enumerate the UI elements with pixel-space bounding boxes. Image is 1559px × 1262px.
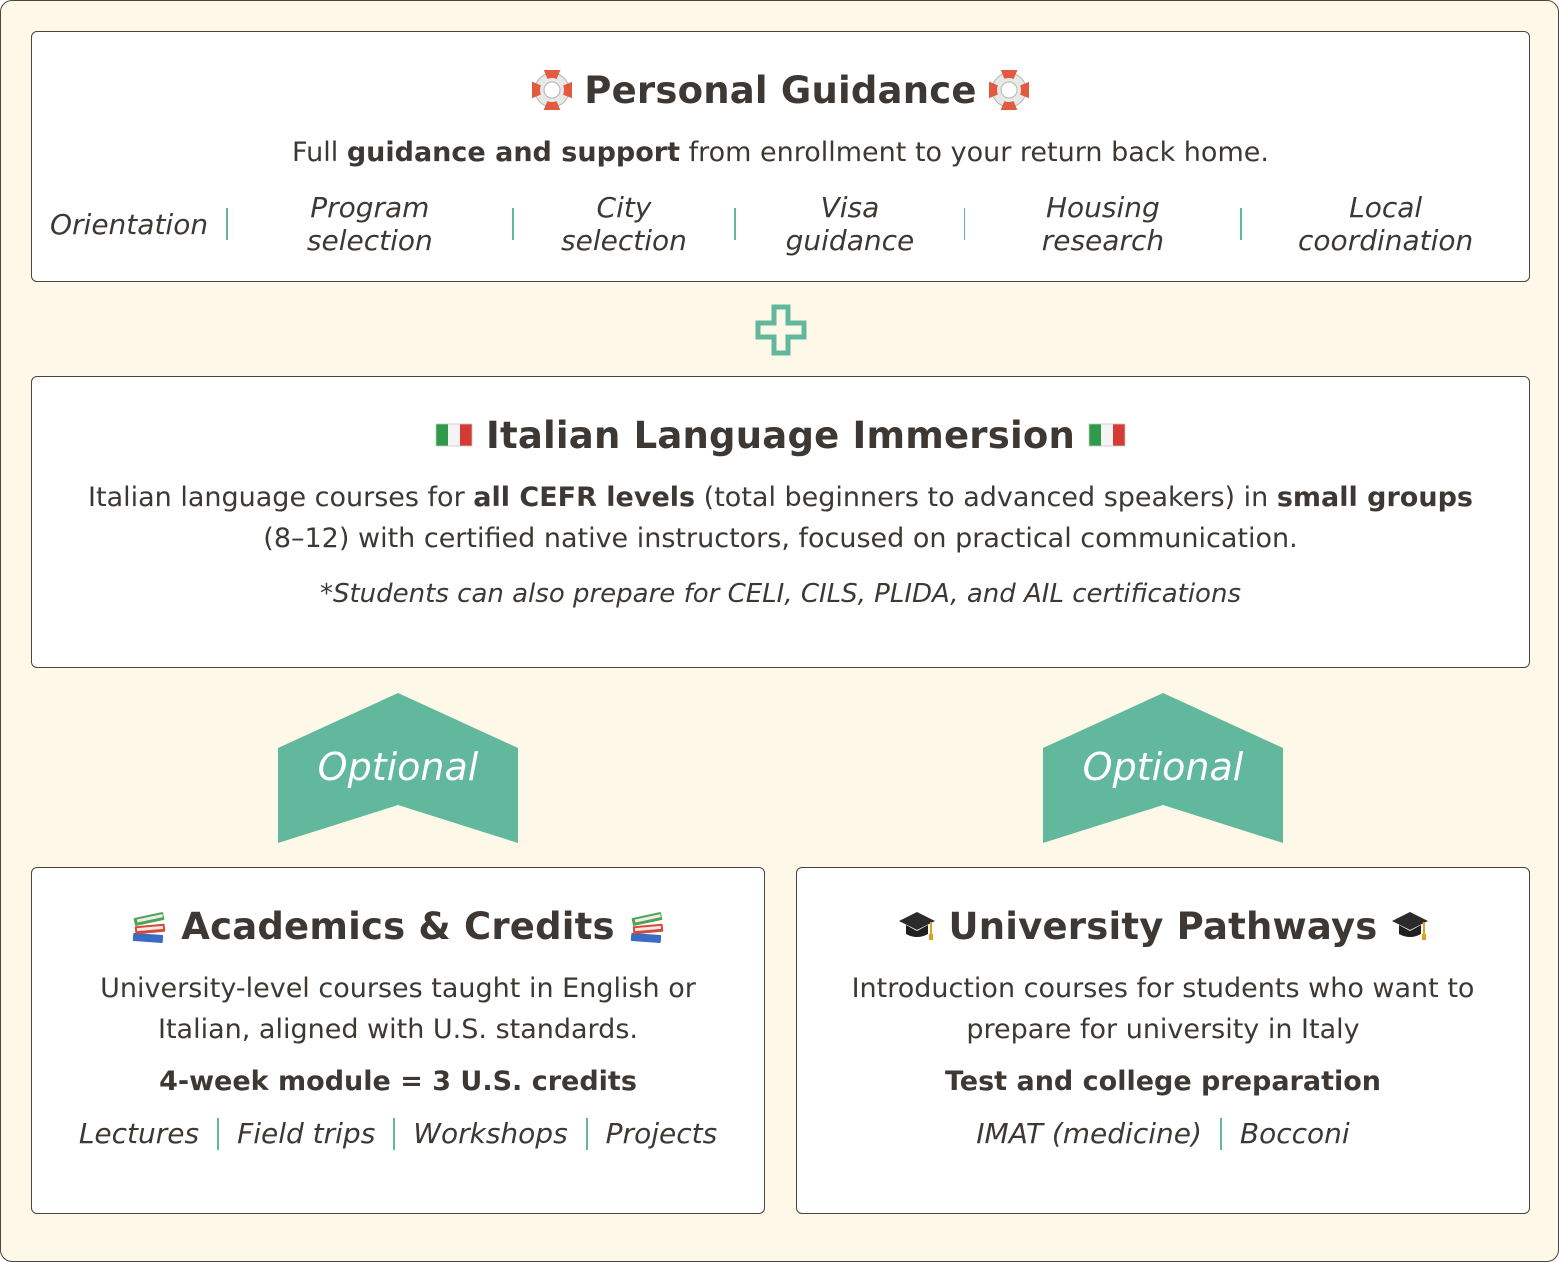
- italian-flag-icon: [1088, 423, 1126, 447]
- optional-badge-shape: [1043, 693, 1283, 843]
- academics-credits-card: Academics & Credits University-level cou…: [31, 867, 765, 1214]
- tag-bocconi: Bocconi: [1239, 1117, 1350, 1150]
- immersion-title: Italian Language Immersion: [486, 413, 1075, 457]
- tag-field-trips: Field trips: [237, 1117, 376, 1150]
- tag-separator: [217, 1117, 220, 1150]
- books-icon: [133, 912, 166, 943]
- personal-guidance-card: Personal Guidance Full guidance and supp…: [31, 31, 1530, 282]
- university-title: University Pathways: [948, 904, 1378, 948]
- tag-projects: Projects: [605, 1117, 718, 1150]
- university-tag-list: IMAT (medicine) Bocconi: [797, 1117, 1529, 1150]
- tag-separator: [585, 1117, 588, 1150]
- tag-housing-research: Housing research: [1041, 191, 1165, 257]
- tag-workshops: Workshops: [413, 1117, 568, 1150]
- university-pathways-card: University Pathways Introduction courses…: [796, 867, 1530, 1214]
- optional-label: Optional: [1082, 745, 1244, 789]
- optional-badge-left: Optional: [278, 693, 518, 843]
- tag-local-coordination: Local coordination: [1298, 191, 1474, 257]
- graduation-cap-icon: [1391, 912, 1428, 940]
- academics-description: University-level courses taught in Engli…: [100, 973, 696, 1045]
- tag-orientation: Orientation: [50, 207, 209, 241]
- immersion-description: Italian language courses for all CEFR le…: [88, 482, 1473, 554]
- optional-badge-right: Optional: [1043, 693, 1283, 843]
- lifebuoy-icon: [532, 70, 573, 110]
- tag-city-selection: City selection: [561, 191, 687, 257]
- tag-separator: [511, 208, 514, 240]
- credits-highlight: 4-week module = 3 U.S. credits: [159, 1066, 637, 1097]
- tag-separator: [734, 208, 737, 240]
- academics-title: Academics & Credits: [181, 904, 615, 948]
- tag-separator: [1240, 208, 1243, 240]
- preparation-highlight: Test and college preparation: [944, 1066, 1382, 1097]
- guidance-tag-list: Orientation Program selection City selec…: [32, 191, 1529, 257]
- tag-lectures: Lectures: [78, 1117, 200, 1150]
- language-immersion-card: Italian Language Immersion Italian langu…: [31, 376, 1530, 668]
- tag-imat: IMAT (medicine): [976, 1117, 1202, 1150]
- tag-program-selection: Program selection: [306, 191, 433, 257]
- tag-separator: [226, 208, 229, 240]
- guidance-title: Personal Guidance: [584, 68, 977, 112]
- university-description: Introduction courses for students who wa…: [851, 973, 1475, 1045]
- optional-badge-shape: [278, 693, 518, 843]
- academics-tag-list: Lectures Field trips Workshops Projects: [32, 1117, 764, 1150]
- optional-label: Optional: [317, 745, 479, 789]
- tag-separator: [393, 1117, 396, 1150]
- lifebuoy-icon: [988, 70, 1029, 110]
- graduation-cap-icon: [898, 912, 935, 940]
- plus-icon: [755, 304, 807, 356]
- guidance-description: Full guidance and support from enrollmen…: [292, 137, 1269, 168]
- tag-separator: [1219, 1117, 1222, 1150]
- tag-visa-guidance: Visa guidance: [785, 191, 915, 257]
- books-icon: [630, 912, 663, 943]
- certification-note: *Students can also prepare for CELI, CIL…: [319, 579, 1241, 609]
- italian-flag-icon: [435, 423, 473, 447]
- tag-separator: [963, 208, 966, 240]
